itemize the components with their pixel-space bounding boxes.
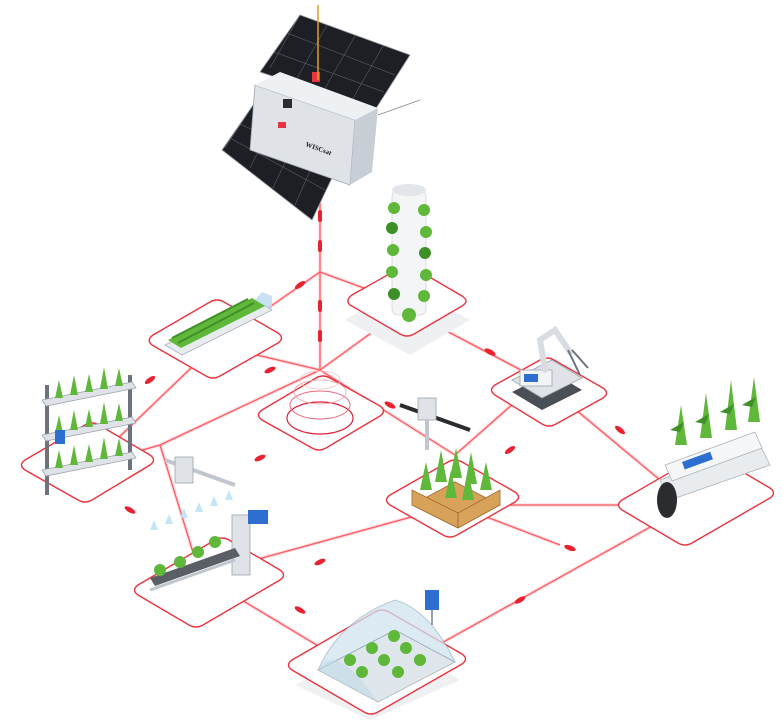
pulse — [318, 210, 322, 222]
pulse — [144, 375, 156, 385]
pulse — [294, 280, 306, 290]
hydroponic-pipe-icon — [657, 377, 771, 518]
pulse — [124, 506, 136, 514]
tile-signal-hub[interactable] — [257, 375, 385, 451]
grow-shelf-icon — [41, 367, 137, 495]
sprinkler-display-icon — [248, 510, 268, 524]
satellite[interactable]: WISCsat — [221, 5, 421, 221]
tower-garden-icon — [386, 184, 432, 322]
pulse — [294, 606, 306, 614]
robot-arm-icon — [511, 325, 589, 410]
pulse — [514, 596, 526, 604]
pulse — [314, 558, 326, 566]
sprinkler-icon — [149, 456, 268, 592]
pulse — [564, 544, 576, 552]
pulse — [318, 240, 322, 252]
greenhouse-display-icon — [425, 590, 439, 610]
greenhouse-icon — [317, 590, 456, 703]
data-pulses — [124, 210, 625, 614]
pulse — [318, 330, 322, 342]
crate-drone-icon — [399, 397, 501, 529]
pulse — [264, 366, 276, 374]
pulse — [504, 445, 516, 455]
pulse — [318, 300, 322, 312]
seedling-tray-icon — [164, 292, 273, 356]
pulse — [254, 454, 266, 462]
shelf-display-icon — [55, 430, 65, 444]
satellite-camera-icon — [283, 99, 292, 108]
pulse — [615, 425, 625, 435]
rover-display-icon — [524, 374, 538, 382]
pulse — [384, 401, 396, 409]
pulse — [484, 348, 496, 356]
signal-rings-icon — [286, 370, 354, 435]
